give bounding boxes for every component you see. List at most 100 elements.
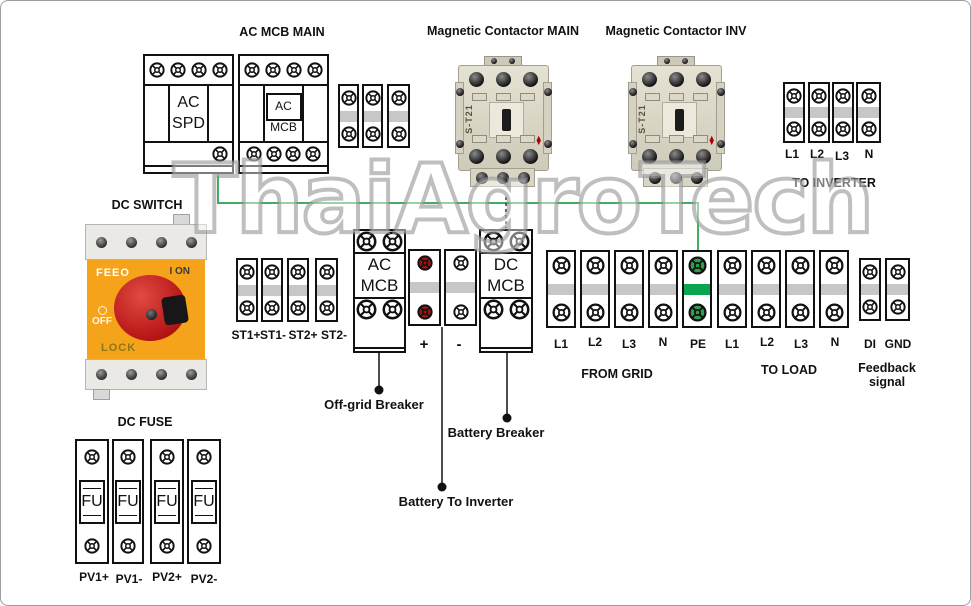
terminal-label: N bbox=[864, 147, 874, 161]
terminal-screw-icon bbox=[483, 231, 504, 252]
terminal-screw-icon bbox=[191, 62, 207, 78]
screw-icon bbox=[696, 72, 711, 87]
screw-icon bbox=[517, 171, 530, 184]
fuse-holder-pv1p: FU bbox=[75, 439, 109, 564]
screw-icon bbox=[496, 171, 509, 184]
from-grid-title: FROM GRID bbox=[581, 367, 653, 381]
terminal-screw-icon bbox=[453, 304, 469, 320]
screw-icon bbox=[696, 149, 711, 164]
grid-terminal-pe bbox=[682, 250, 712, 328]
fuse-holder-pv2p: FU bbox=[150, 439, 184, 564]
terminal-label: PV1+ bbox=[79, 570, 109, 584]
pe-ground-wire bbox=[217, 162, 699, 254]
terminal-screw-icon bbox=[319, 264, 335, 280]
terminal-screw-icon bbox=[319, 300, 335, 316]
terminal-screw-icon bbox=[483, 299, 504, 320]
contactor-model-label: S-T21 bbox=[463, 104, 474, 134]
terminal-band bbox=[364, 110, 381, 122]
terminal-screw-icon bbox=[654, 256, 673, 275]
terminal-screw-icon bbox=[861, 121, 877, 137]
screw-icon bbox=[125, 369, 137, 380]
ac-spd-ground-terminal bbox=[145, 141, 232, 165]
terminal-screw-icon bbox=[307, 62, 323, 78]
screw-icon bbox=[664, 58, 670, 64]
contactor-inv-title: Magnetic Contactor INV bbox=[605, 24, 747, 38]
terminal-band bbox=[861, 284, 879, 295]
load-terminal-l1 bbox=[717, 250, 747, 328]
terminal-screw-icon bbox=[688, 303, 707, 322]
battery-positive-terminal bbox=[408, 249, 441, 326]
battery-breaker-label: DC MCB bbox=[481, 252, 531, 299]
terminal-screw-icon bbox=[786, 121, 802, 137]
terminal-band bbox=[317, 284, 336, 296]
terminal-band bbox=[548, 283, 574, 295]
screw-icon bbox=[523, 149, 538, 164]
screw-icon bbox=[716, 88, 725, 96]
terminal-band bbox=[858, 107, 879, 118]
screw-icon bbox=[469, 149, 484, 164]
terminal-label: DI bbox=[864, 337, 876, 351]
terminal-label: L2 bbox=[587, 335, 603, 349]
terminal-label: ST1- bbox=[259, 328, 287, 342]
terminal-band bbox=[684, 283, 710, 295]
terminal-screw-icon bbox=[382, 231, 403, 252]
terminal-screw-icon bbox=[417, 255, 433, 271]
terminal-screw-icon bbox=[509, 299, 530, 320]
terminal-screw-icon bbox=[290, 264, 306, 280]
terminal-screw-icon bbox=[825, 303, 844, 322]
contactor-main-title: Magnetic Contactor MAIN bbox=[426, 24, 580, 38]
fuse-cartridge: FU bbox=[154, 479, 180, 524]
terminal-band bbox=[821, 283, 847, 295]
screw-icon bbox=[690, 171, 703, 184]
terminal-block bbox=[387, 84, 410, 148]
terminal-band bbox=[616, 283, 642, 295]
fuse-label: FU bbox=[81, 492, 103, 510]
terminal-screw-icon bbox=[453, 255, 469, 271]
terminal-label: L3 bbox=[793, 337, 809, 351]
dc-switch-title: DC SWITCH bbox=[111, 198, 183, 212]
feedback-terminal-gnd bbox=[885, 258, 910, 321]
terminal-band bbox=[389, 110, 408, 122]
screw-icon bbox=[455, 140, 464, 148]
dc-switch-device: FEEO I ON OFF LOCK bbox=[85, 214, 207, 400]
fuse-cartridge: FU bbox=[191, 479, 217, 524]
terminal-block bbox=[338, 84, 359, 148]
terminal-block-l2 bbox=[808, 82, 830, 143]
feedback-terminal-di bbox=[859, 258, 881, 321]
terminal-screw-icon bbox=[170, 62, 186, 78]
terminal-label: N bbox=[658, 335, 668, 349]
terminal-label: L2 bbox=[809, 147, 825, 161]
screw-icon bbox=[491, 58, 497, 64]
contactor-armature bbox=[502, 109, 511, 131]
terminal-screw-icon bbox=[246, 146, 262, 162]
screw-icon bbox=[455, 88, 464, 96]
battery-to-inverter-callout: Battery To Inverter bbox=[398, 494, 514, 509]
terminal-band bbox=[582, 283, 608, 295]
load-terminal-n bbox=[819, 250, 849, 328]
terminal-label: GND bbox=[884, 337, 912, 351]
terminal-screw-icon bbox=[365, 90, 381, 106]
terminal-screw-icon bbox=[723, 256, 742, 275]
screw-icon bbox=[669, 171, 682, 184]
terminal-label: L2 bbox=[759, 335, 775, 349]
terminal-screw-icon bbox=[266, 146, 282, 162]
contactor-model-label: S-T21 bbox=[636, 104, 647, 134]
switch-top-terminals bbox=[85, 224, 207, 260]
fuse-cartridge: FU bbox=[115, 479, 141, 524]
battery-breaker-device: DC MCB bbox=[479, 229, 533, 353]
grid-terminal-l3 bbox=[614, 250, 644, 328]
terminal-screw-icon bbox=[120, 449, 136, 465]
terminal-block-l3 bbox=[832, 82, 854, 143]
screw-icon bbox=[469, 72, 484, 87]
terminal-screw-icon bbox=[835, 88, 851, 104]
screw-icon bbox=[155, 236, 167, 248]
contactor-indicator-window bbox=[662, 102, 697, 138]
screw-icon bbox=[185, 369, 197, 380]
terminal-block-st2m bbox=[315, 258, 338, 322]
terminal-screw-icon bbox=[586, 256, 605, 275]
screw-icon bbox=[509, 58, 515, 64]
terminal-screw-icon bbox=[791, 303, 810, 322]
terminal-screw-icon bbox=[654, 303, 673, 322]
switch-mount-tab bbox=[93, 389, 110, 400]
terminal-label: PV2+ bbox=[152, 570, 182, 584]
